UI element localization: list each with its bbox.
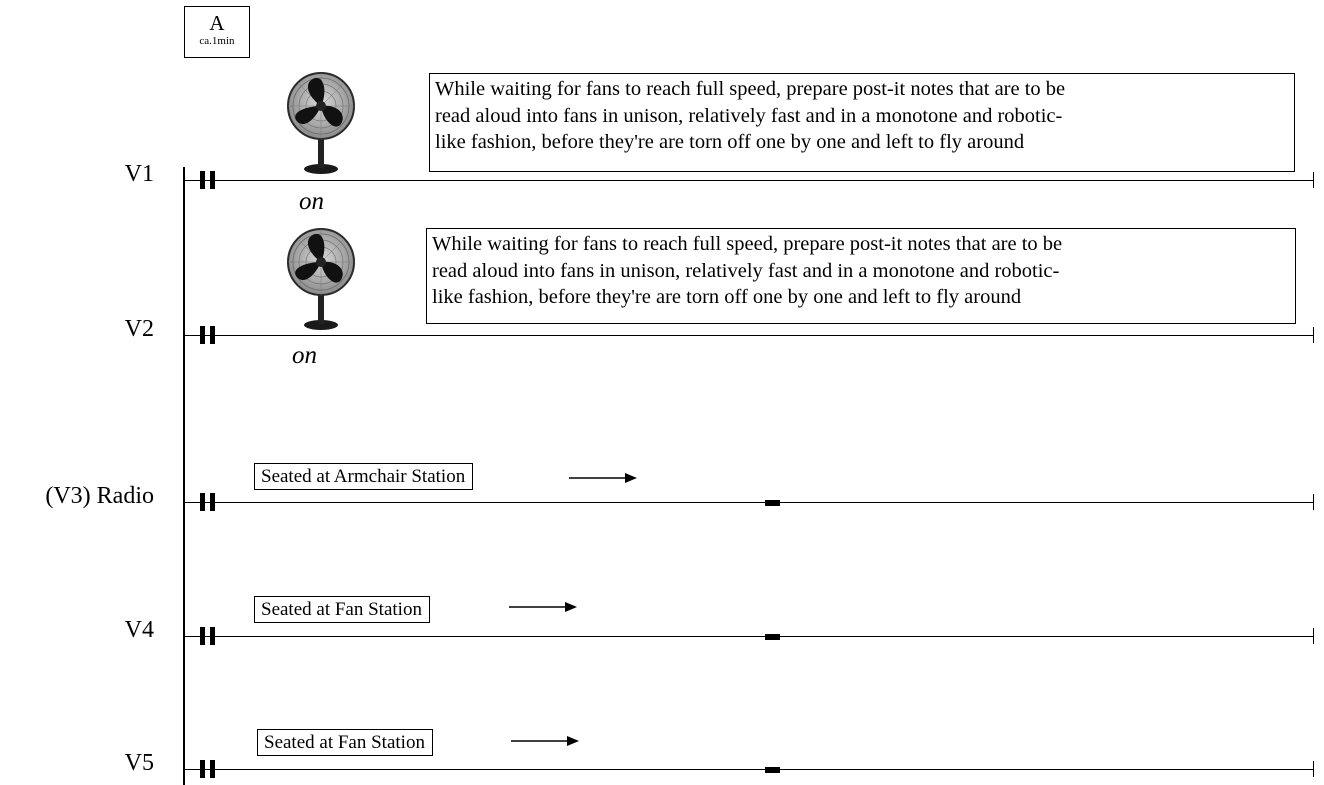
v4-seated-label: Seated at Fan Station <box>254 596 430 623</box>
staff-start-tick <box>184 761 185 777</box>
v3-seated-label: Seated at Armchair Station <box>254 463 474 490</box>
staff-start-tick <box>184 494 185 510</box>
desk-fan-icon <box>285 70 357 176</box>
staff-name: (V3) Radio <box>45 483 154 509</box>
repeat-bar <box>200 171 205 189</box>
mid-staff-mark <box>765 500 780 506</box>
repeat-bar <box>200 326 205 344</box>
v1-instruction-box: While waiting for fans to reach full spe… <box>429 73 1295 172</box>
staff-line <box>185 769 1314 770</box>
v1-fan-on-label: on <box>299 188 324 215</box>
v2-fan-on-label: on <box>292 342 317 369</box>
staff-start-tick <box>184 628 185 644</box>
staff-start-tick <box>184 327 185 343</box>
repeat-bar <box>210 760 215 778</box>
staff-name: V5 <box>124 750 154 776</box>
system-line <box>183 167 185 785</box>
staff-end-tick <box>1313 628 1314 644</box>
repeat-bar <box>210 627 215 645</box>
staff-line <box>185 636 1314 637</box>
repeat-bar <box>200 760 205 778</box>
repeat-bar <box>200 493 205 511</box>
desk-fan-icon <box>285 226 357 332</box>
rehearsal-duration: ca.1min <box>199 35 235 47</box>
staff-start-tick <box>184 172 185 188</box>
v2-instruction-box: While waiting for fans to reach full spe… <box>426 228 1296 324</box>
repeat-bar <box>200 627 205 645</box>
arrow-right-icon <box>569 473 637 483</box>
rehearsal-letter: A <box>209 11 225 35</box>
staff-end-tick <box>1313 327 1314 343</box>
staff-end-tick <box>1313 761 1314 777</box>
staff-line <box>185 502 1314 503</box>
staff-end-tick <box>1313 172 1314 188</box>
staff-name: V4 <box>124 617 154 643</box>
rehearsal-mark-box: A ca.1min <box>184 6 250 58</box>
staff-line <box>185 180 1314 181</box>
staff-name: V2 <box>124 316 154 342</box>
staff-line <box>185 335 1314 336</box>
mid-staff-mark <box>765 767 780 773</box>
repeat-bar <box>210 493 215 511</box>
arrow-right-icon <box>511 736 579 746</box>
staff-end-tick <box>1313 494 1314 510</box>
repeat-bar <box>210 171 215 189</box>
arrow-right-icon <box>509 602 577 612</box>
staff-name: V1 <box>124 161 154 187</box>
mid-staff-mark <box>765 634 780 640</box>
repeat-bar <box>210 326 215 344</box>
v5-seated-label: Seated at Fan Station <box>257 729 433 756</box>
